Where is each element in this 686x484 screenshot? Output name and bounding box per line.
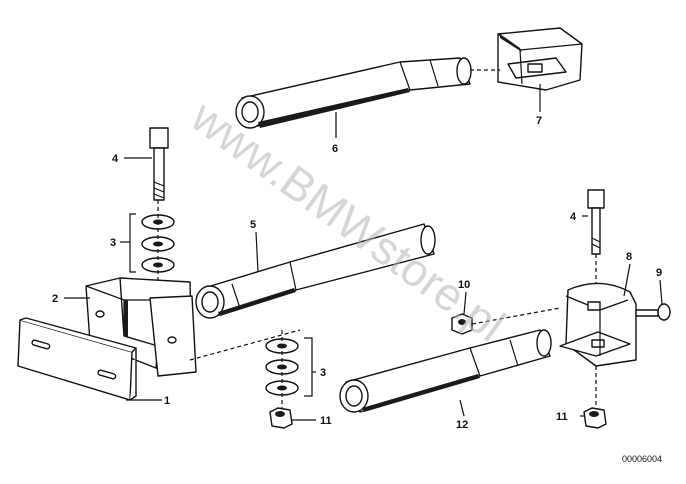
diagram-code: 00006004 xyxy=(622,454,662,464)
part-9-screw[interactable] xyxy=(635,303,671,321)
part-10-nut[interactable] xyxy=(451,313,473,335)
part-6-tube[interactable] xyxy=(235,57,472,129)
callout-5: 5 xyxy=(250,219,256,231)
callout-11-mid: 11 xyxy=(320,415,332,427)
part-7-bracket[interactable] xyxy=(497,27,583,91)
callout-2: 2 xyxy=(52,293,58,305)
callout-3-left: 3 xyxy=(110,237,116,249)
callout-4-right: 4 xyxy=(570,211,577,223)
callout-11-right: 11 xyxy=(556,411,568,423)
part-4-bolt-left[interactable] xyxy=(149,127,169,201)
part-11-nut-mid[interactable] xyxy=(269,407,293,429)
callout-3-mid: 3 xyxy=(320,367,326,379)
leader-lines xyxy=(64,84,663,421)
callout-7: 7 xyxy=(536,115,542,127)
callout-6: 6 xyxy=(332,143,338,155)
part-4-bolt-right[interactable] xyxy=(587,189,605,255)
callout-10: 10 xyxy=(458,279,470,291)
callout-12: 12 xyxy=(456,419,468,431)
part-5-tube[interactable] xyxy=(195,223,436,319)
callout-8: 8 xyxy=(626,251,632,263)
callout-9: 9 xyxy=(656,267,662,279)
part-11-nut-right[interactable] xyxy=(583,407,607,429)
part-12-tube[interactable] xyxy=(339,329,552,413)
callout-4-left: 4 xyxy=(112,153,119,165)
callout-1: 1 xyxy=(164,395,170,407)
part-8-bracket[interactable] xyxy=(559,282,637,367)
